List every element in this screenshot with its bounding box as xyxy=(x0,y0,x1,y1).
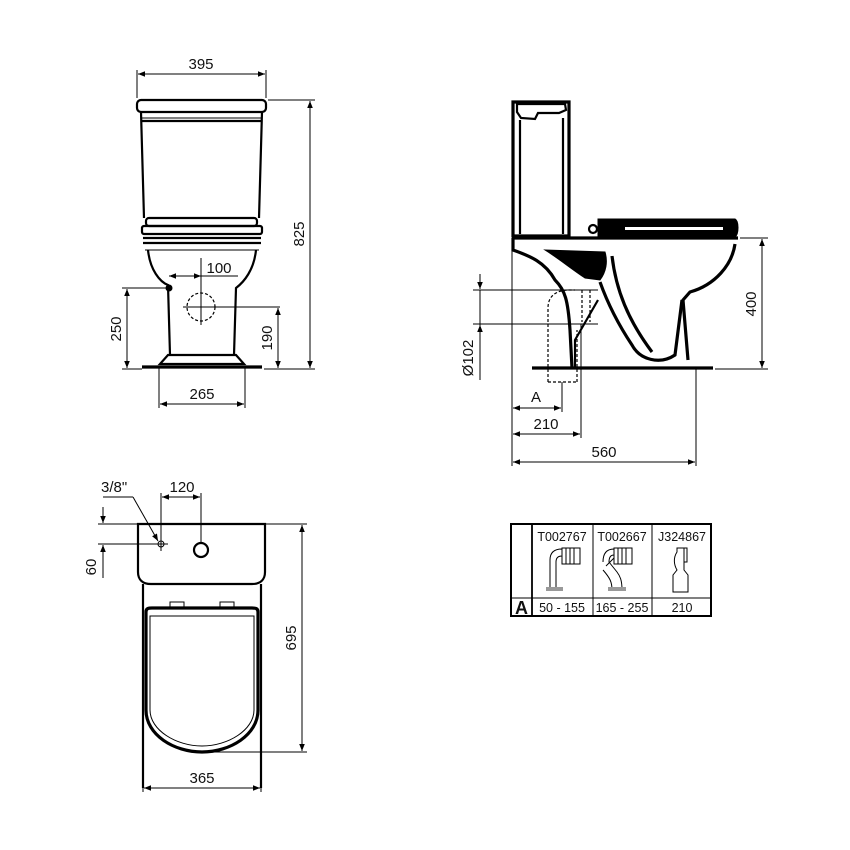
connector-code-3: J324867 xyxy=(658,530,706,544)
connector-range-3: 210 xyxy=(672,601,693,615)
connector-code-1: T002767 xyxy=(537,530,586,544)
connector-table: T002767 T002667 J324867 A 50 - 155 165 -… xyxy=(510,523,712,618)
front-view: 395 825 100 250 190 265 xyxy=(108,56,315,408)
top-view: 3/8" 120 60 695 365 xyxy=(83,479,307,792)
row-label-a: A xyxy=(515,598,528,618)
dim-length: 695 xyxy=(283,625,300,650)
dim-outlet-height: 190 xyxy=(259,325,276,350)
dim-width-top: 395 xyxy=(188,56,213,73)
dim-inlet-offset: 100 xyxy=(206,260,231,277)
dim-seat-height: 400 xyxy=(743,291,760,316)
straight-connector-icon xyxy=(672,547,689,593)
dim-inlet-height: 250 xyxy=(108,316,125,341)
dim-width: 365 xyxy=(189,770,214,787)
connector-code-2: T002667 xyxy=(597,530,646,544)
offset-connector-icon xyxy=(602,547,633,591)
connector-range-1: 50 - 155 xyxy=(539,601,585,615)
dim-outlet-diameter: Ø102 xyxy=(460,340,477,377)
dim-outlet-distance: 210 xyxy=(533,416,558,433)
bend-connector-icon xyxy=(546,547,581,591)
dim-hole-offset: 60 xyxy=(83,559,100,576)
dim-height-total: 825 xyxy=(291,221,308,246)
connector-range-2: 165 - 255 xyxy=(596,601,649,615)
dim-base-width: 265 xyxy=(189,386,214,403)
dim-a: A xyxy=(531,389,541,406)
side-view: Ø102 400 A 210 560 xyxy=(460,100,768,466)
dim-thread-size: 3/8" xyxy=(101,479,127,496)
dim-hole-spacing: 120 xyxy=(169,479,194,496)
dim-depth: 560 xyxy=(591,444,616,461)
